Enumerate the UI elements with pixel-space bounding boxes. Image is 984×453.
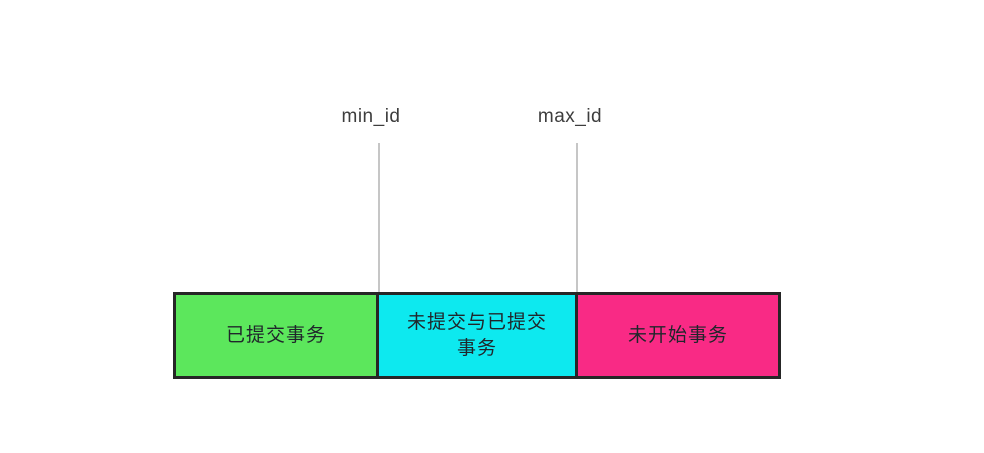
segment-uncommitted-and-committed-label: 未提交与已提交 事务 bbox=[406, 311, 547, 359]
transaction-range-bar: 已提交事务 未提交与已提交 事务 未开始事务 bbox=[173, 292, 781, 379]
min-id-label: min_id bbox=[341, 106, 401, 127]
segment-committed-label: 已提交事务 bbox=[225, 324, 326, 346]
segment-committed: 已提交事务 bbox=[173, 292, 379, 379]
min-id-line bbox=[378, 143, 380, 292]
max-id-label: max_id bbox=[537, 106, 603, 127]
max-id-line bbox=[576, 143, 578, 292]
segment-not-started: 未开始事务 bbox=[575, 292, 781, 379]
segment-uncommitted-and-committed: 未提交与已提交 事务 bbox=[376, 292, 578, 379]
segment-not-started-label: 未开始事务 bbox=[627, 324, 728, 346]
